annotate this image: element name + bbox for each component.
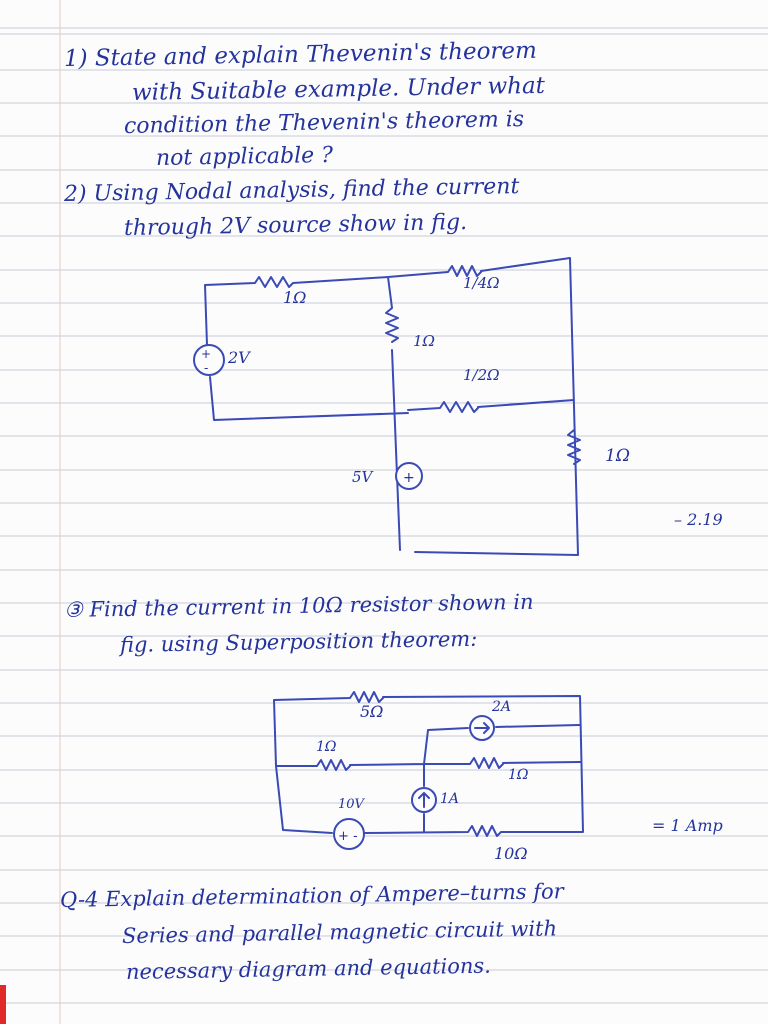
label-source-1a: 1A — [440, 791, 460, 807]
circuit-nodal-wires — [204, 257, 581, 556]
source-2v-polarity: + — [201, 347, 211, 361]
label-r-right: 1Ω — [605, 446, 630, 466]
source-1a-arrow — [418, 792, 430, 808]
label-r-top-left: 1Ω — [283, 288, 307, 307]
answer-q2: – 2.19 — [674, 510, 723, 529]
label-r-1-right: 1Ω — [508, 767, 529, 783]
label-source-2v: 2V — [228, 348, 250, 367]
circuit-superposition-wires — [273, 691, 584, 837]
source-5v-polarity: + — [403, 470, 415, 486]
label-r-5: 5Ω — [360, 702, 384, 721]
label-r-top-right: 1/4Ω — [463, 274, 500, 292]
source-10v-symbol — [333, 818, 365, 850]
label-r-middle: 1Ω — [413, 332, 435, 350]
label-source-2a: 2A — [492, 699, 512, 715]
label-r-half: 1/2Ω — [463, 366, 500, 384]
source-2v-symbol — [193, 344, 225, 376]
label-r-1-left: 1Ω — [316, 739, 337, 755]
label-r-10: 10Ω — [494, 844, 528, 863]
source-2v-polarity-minus: - — [204, 361, 208, 375]
label-source-10v: 10V — [338, 797, 364, 812]
source-10v-polarity: + - — [338, 829, 358, 844]
source-2a-arrow — [474, 722, 490, 734]
label-source-5v: 5V — [352, 468, 373, 486]
answer-q3: = 1 Amp — [652, 816, 723, 835]
source-5v-symbol — [395, 462, 423, 490]
page-edge-mark — [0, 985, 6, 1024]
